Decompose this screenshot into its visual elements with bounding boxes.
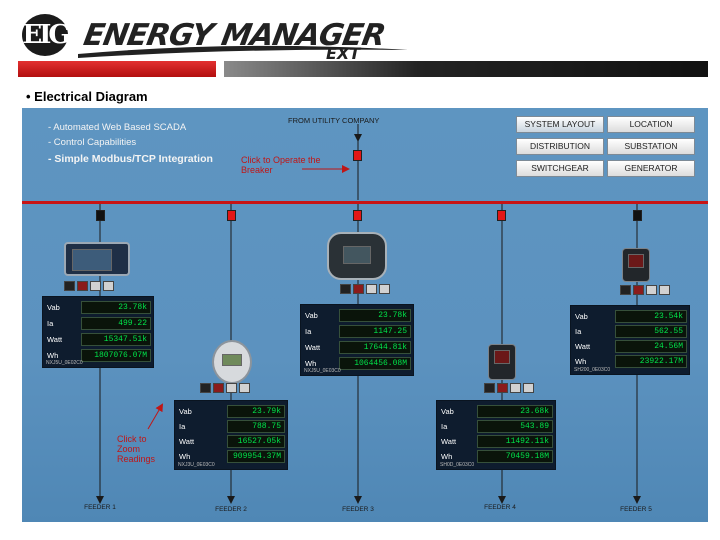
value-ia: 562.55	[615, 325, 687, 338]
breaker-feeder-5[interactable]	[633, 210, 642, 221]
meter-2-id: NXJ3U_0E03C0	[178, 462, 215, 468]
meter-device-1[interactable]	[64, 242, 130, 276]
meter-1-id: NXJ5U_0E02C0	[46, 360, 83, 366]
nav-generator[interactable]: GENERATOR	[607, 160, 695, 177]
label-ia: Ia	[441, 422, 448, 431]
label-vab: Vab	[179, 407, 192, 416]
breaker-feeder-1[interactable]	[96, 210, 105, 221]
value-vab: 23.79k	[227, 405, 285, 418]
label-watt: Watt	[305, 343, 321, 352]
header-red-bar	[18, 61, 216, 77]
breaker-feeder-2[interactable]	[227, 210, 236, 221]
meter-4-icons	[484, 383, 534, 393]
meter-2-icons	[200, 383, 250, 393]
logo-ext: EXT	[326, 44, 361, 63]
label-watt: Watt	[441, 437, 457, 446]
value-watt: 11492.11k	[477, 435, 553, 448]
nav-switchgear[interactable]: SWITCHGEAR	[516, 160, 604, 177]
meter-device-5[interactable]	[622, 248, 650, 282]
feeder-label-3: FEEDER 3	[342, 506, 374, 513]
label-ia: Ia	[575, 327, 582, 336]
nav-location[interactable]: LOCATION	[607, 116, 695, 133]
meter-4-id: SH0D_0E03C0	[440, 462, 475, 468]
feeder-label-2: FEEDER 2	[215, 506, 247, 513]
nav-distribution[interactable]: DISTRIBUTION	[516, 138, 604, 155]
eig-logo-mark: EIG	[22, 14, 71, 56]
label-wh: Wh	[179, 452, 191, 461]
value-ia: 499.22	[81, 317, 151, 330]
feature-control: - Control Capabilities	[48, 137, 137, 148]
feature-scada: - Automated Web Based SCADA	[48, 122, 187, 133]
value-vab: 23.68k	[477, 405, 553, 418]
value-ia: 543.89	[477, 420, 553, 433]
meter-device-3[interactable]	[327, 232, 387, 280]
value-vab: 23.78k	[339, 309, 411, 322]
label-vab: Vab	[47, 303, 60, 312]
value-watt: 16527.05k	[227, 435, 285, 448]
label-watt: Watt	[179, 437, 195, 446]
breaker-feeder-3[interactable]	[353, 210, 362, 221]
meter-3-icons	[340, 284, 390, 294]
value-wh: 23922.17M	[615, 355, 687, 368]
header-dark-bar	[224, 61, 708, 77]
meter-1-icons	[64, 281, 114, 291]
value-vab: 23.54k	[615, 310, 687, 323]
readings-panel-2[interactable]: Vab 23.79k Ia 788.75 Watt 16527.05k Wh 90995…	[174, 400, 288, 470]
energy-manager-logo: EIG ENERGY MANAGER EXT	[18, 10, 408, 63]
feature-modbus: - Simple Modbus/TCP Integration	[48, 153, 213, 165]
value-ia: 788.75	[227, 420, 285, 433]
label-watt: Watt	[575, 342, 591, 351]
label-wh: Wh	[305, 359, 317, 368]
label-ia: Ia	[179, 422, 186, 431]
label-wh: Wh	[575, 357, 587, 366]
value-watt: 17644.81k	[339, 341, 411, 354]
utility-source-label: FROM UTILITY COMPANY	[288, 116, 380, 125]
electrical-diagram: - Automated Web Based SCADA - Control Ca…	[22, 108, 708, 522]
label-vab: Vab	[575, 312, 588, 321]
label-wh: Wh	[441, 452, 453, 461]
value-ia: 1147.25	[339, 325, 411, 338]
readings-panel-5[interactable]: Vab 23.54k Ia 562.55 Watt 24.56M Wh 23922.17…	[570, 305, 690, 375]
feeder-label-1: FEEDER 1	[84, 504, 116, 511]
label-watt: Watt	[47, 335, 63, 344]
label-wh: Wh	[47, 351, 59, 360]
label-vab: Vab	[441, 407, 454, 416]
value-wh: 70459.18M	[477, 450, 553, 463]
nav-substation[interactable]: SUBSTATION	[607, 138, 695, 155]
feeder-label-5: FEEDER 5	[620, 506, 652, 513]
section-title: • Electrical Diagram	[26, 89, 148, 104]
value-watt: 15347.51k	[81, 333, 151, 346]
swoosh-icon	[78, 45, 408, 58]
meter-device-4[interactable]	[488, 344, 516, 380]
value-wh: 1064456.08M	[339, 357, 411, 370]
value-wh: 909954.37M	[227, 450, 285, 463]
readings-panel-4[interactable]: Vab 23.68k Ia 543.89 Watt 11492.11k Wh 70459…	[436, 400, 556, 470]
meter-3-id: NXJ5U_0E03C0	[304, 368, 341, 374]
readings-panel-1[interactable]: Vab 23.78k Ia 499.22 Watt 15347.51k Wh 18070…	[42, 296, 154, 368]
value-watt: 24.56M	[615, 340, 687, 353]
meter-device-2[interactable]	[212, 340, 252, 384]
label-ia: Ia	[305, 327, 312, 336]
readings-panel-3[interactable]: Vab 23.78k Ia 1147.25 Watt 17644.81k Wh 1064…	[300, 304, 414, 376]
main-breaker[interactable]	[353, 150, 362, 161]
label-vab: Vab	[305, 311, 318, 320]
breaker-hint: Click to Operate the Breaker	[241, 155, 321, 175]
feeder-label-4: FEEDER 4	[484, 504, 516, 511]
meter-5-icons	[620, 285, 670, 295]
breaker-feeder-4[interactable]	[497, 210, 506, 221]
value-vab: 23.78k	[81, 301, 151, 314]
zoom-hint: Click to Zoom Readings	[117, 434, 156, 464]
main-busbar	[22, 201, 708, 204]
nav-system-layout[interactable]: SYSTEM LAYOUT	[516, 116, 604, 133]
label-ia: Ia	[47, 319, 54, 328]
meter-5-id: SH200_0E03C0	[574, 367, 611, 373]
value-wh: 1807076.07M	[81, 349, 151, 362]
